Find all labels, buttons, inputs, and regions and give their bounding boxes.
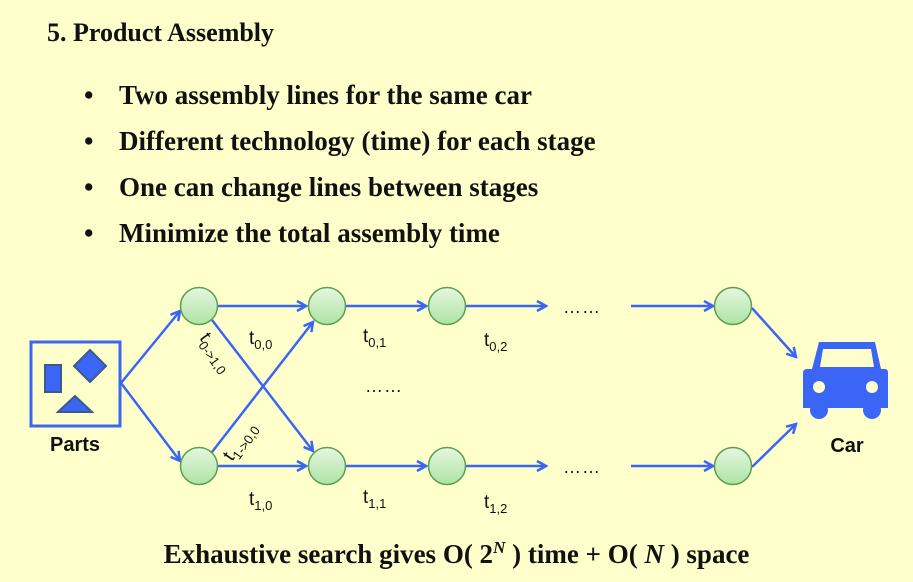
- label-switch-1-to-0: t1->0,0: [219, 418, 263, 467]
- bullet-text: Two assembly lines for the same car: [119, 80, 532, 110]
- footer-variable: N: [644, 539, 664, 569]
- ellipsis-line1: ……: [563, 457, 601, 477]
- arrow-line1-to-car: [751, 424, 796, 468]
- bullet-marker: •: [84, 80, 94, 110]
- arrow-switch-1-to-0: [211, 322, 313, 453]
- bullet-item: • Minimize the total assembly time: [84, 214, 596, 260]
- bullet-list: • Two assembly lines for the same car • Di…: [84, 76, 596, 260]
- station-node: [307, 286, 347, 326]
- parts-icon: [29, 340, 122, 428]
- label-t10: t1,0: [249, 489, 272, 513]
- bullet-item: • Two assembly lines for the same car: [84, 76, 596, 122]
- arrow-line0-to-car: [751, 307, 796, 357]
- label-t00: t0,0: [249, 328, 272, 352]
- label-t02: t0,2: [484, 330, 507, 354]
- label-t01: t0,1: [363, 326, 386, 350]
- bullet-marker: •: [84, 218, 94, 248]
- footer-text: Exhaustive search gives O( 2: [163, 539, 494, 569]
- station-node: [179, 286, 219, 326]
- footer-text: ) space: [663, 539, 750, 569]
- bullet-text: Minimize the total assembly time: [119, 218, 500, 248]
- bullet-item: • One can change lines between stages: [84, 168, 596, 214]
- car-label: Car: [830, 435, 864, 457]
- parts-label: Parts: [50, 434, 100, 456]
- station-node: [427, 286, 467, 326]
- car-icon: [803, 342, 888, 419]
- arrow-parts-to-line0: [120, 311, 180, 384]
- station-node: [427, 446, 467, 486]
- footer-exponent: N: [493, 538, 506, 557]
- bullet-marker: •: [84, 126, 94, 156]
- arrows: [120, 306, 796, 468]
- station-node: [179, 446, 219, 486]
- bullet-text: One can change lines between stages: [119, 172, 539, 202]
- station-node: [713, 286, 753, 326]
- ellipsis-middle: ……: [365, 376, 403, 396]
- slide-title: 5. Product Assembly: [47, 18, 275, 47]
- bullet-marker: •: [84, 172, 94, 202]
- station-node: [307, 446, 347, 486]
- label-t12: t1,2: [484, 492, 507, 516]
- label-switch-0-to-1: t0->1,0: [192, 329, 236, 378]
- arrow-parts-to-line1: [120, 382, 180, 461]
- stations: [179, 286, 753, 486]
- station-node: [713, 446, 753, 486]
- bullet-text: Different technology (time) for each sta…: [119, 126, 596, 156]
- complexity-statement: Exhaustive search gives O( 2N ) time + O…: [0, 538, 913, 570]
- footer-text: ) time + O(: [505, 539, 645, 569]
- ellipsis-line0: ……: [563, 297, 601, 317]
- label-t11: t1,1: [363, 487, 386, 511]
- bullet-item: • Different technology (time) for each st…: [84, 122, 596, 168]
